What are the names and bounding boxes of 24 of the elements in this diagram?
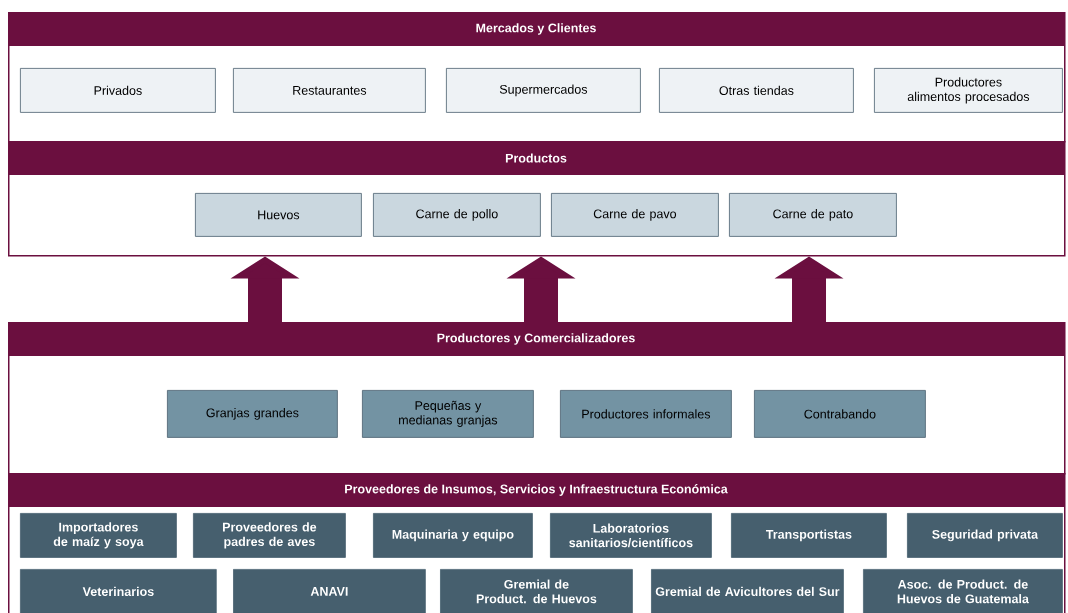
- category-box: Productores informales: [560, 390, 732, 438]
- category-box: Carne de pavo: [551, 193, 719, 237]
- category-box: Huevos: [195, 193, 362, 237]
- category-box: Gremial de Product. de Huevos: [440, 569, 633, 613]
- category-box: Asoc. de Product. de Huevos de Guatemala: [863, 569, 1063, 613]
- category-box: Laboratorios sanitarios/científicos: [550, 513, 712, 558]
- category-box: ANAVI: [233, 569, 426, 613]
- category-box: Gremial de Avicultores del Sur: [651, 569, 844, 613]
- category-box: Productores alimentos procesados: [874, 68, 1063, 113]
- category-box: Importadores de maíz y soya: [20, 513, 177, 558]
- category-box: Carne de pollo: [373, 193, 541, 237]
- category-box: Restaurantes: [233, 68, 426, 113]
- category-box: Proveedores de padres de aves: [193, 513, 346, 558]
- category-box: Maquinaria y equipo: [373, 513, 533, 558]
- category-box: Veterinarios: [20, 569, 217, 613]
- category-box: Contrabando: [754, 390, 926, 438]
- category-box: Seguridad privata: [907, 513, 1063, 558]
- category-box: Supermercados: [446, 68, 641, 113]
- category-box: Transportistas: [731, 513, 887, 558]
- category-box: Privados: [20, 68, 216, 113]
- category-box: Carne de pato: [729, 193, 897, 237]
- category-box: Otras tiendas: [659, 68, 854, 113]
- category-box: Pequeñas y medianas granjas: [362, 390, 534, 438]
- category-box: Granjas grandes: [167, 390, 338, 438]
